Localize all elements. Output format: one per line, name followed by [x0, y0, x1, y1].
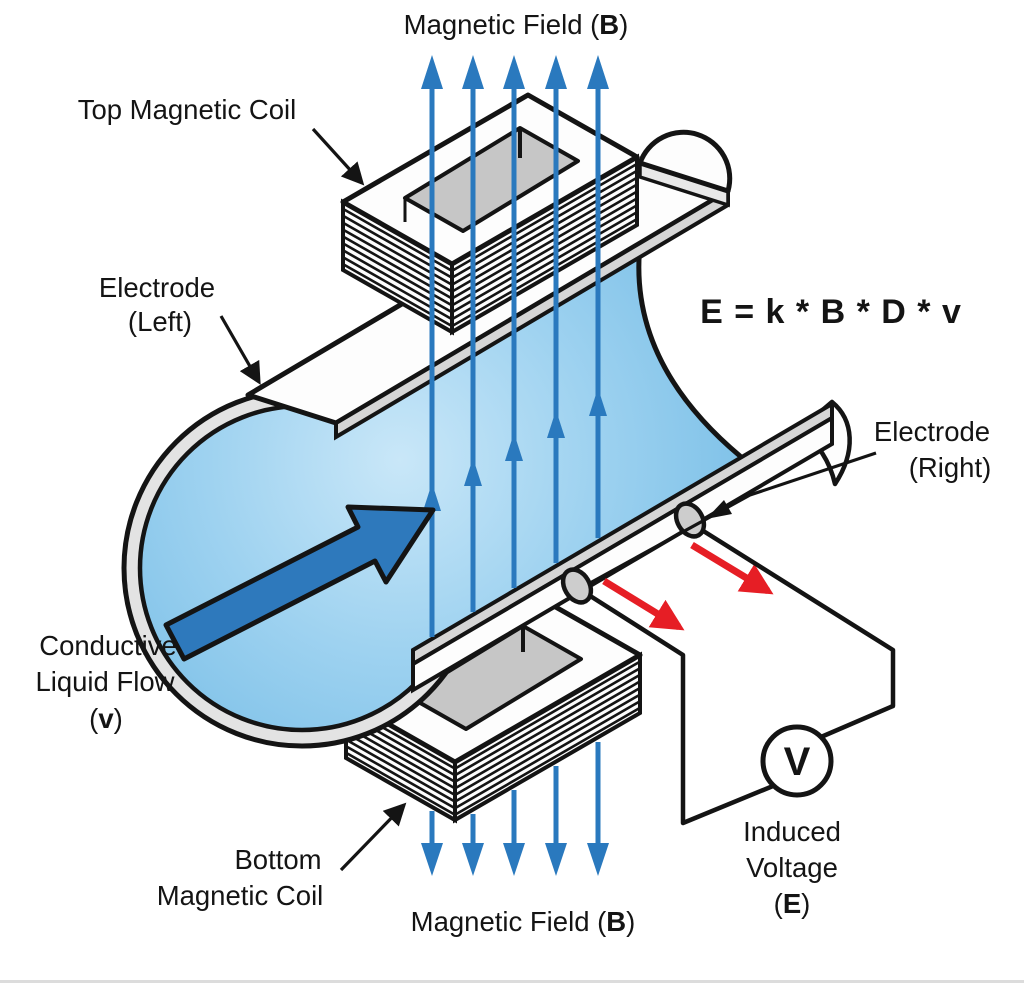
top-magnetic-coil [340, 92, 640, 336]
field-arrowhead-bottom [421, 843, 443, 876]
field-arrowhead-top [421, 55, 443, 89]
field-arrowhead-bottom [587, 843, 609, 876]
bottom-plate-front-face [411, 414, 834, 694]
label-conductive-3: (v) [89, 703, 123, 734]
label-conductive-1: Conductive [39, 630, 177, 661]
lamination-line [342, 162, 638, 273]
lamination-line [345, 693, 641, 804]
lamination-line [342, 204, 638, 314]
lamination-line [342, 211, 638, 321]
flow-arrow [163, 504, 436, 662]
formula: E = k * B * D * v [700, 293, 962, 331]
annotations: Magnetic Field (B) Top Magnetic Coil Ele… [35, 9, 991, 937]
lamination-line [342, 183, 638, 294]
lamination-line [342, 176, 638, 287]
lamination-line [345, 673, 641, 784]
label-conductive-2: Liquid Flow [35, 666, 174, 697]
electrode-right-upper [673, 501, 707, 539]
measurement-circuit: V [560, 501, 896, 826]
label-electrode-right-2: (Right) [909, 452, 992, 483]
lamination-line [342, 190, 638, 300]
label-electrode-left-1: Electrode [99, 272, 215, 303]
label-bottom-coil-1: Bottom [234, 844, 321, 875]
field-arrowhead-top [503, 55, 525, 89]
liquid-right-edge [636, 242, 743, 459]
wire-left-electrode [582, 590, 774, 826]
field-arrowhead-inner [589, 388, 607, 416]
label-top-coil: Top Magnetic Coil [78, 94, 297, 125]
top-coil-laminations [342, 162, 638, 328]
field-arrowhead-inner [547, 410, 565, 438]
lamination-line [345, 706, 641, 817]
lamination-line [342, 169, 638, 280]
label-magnetic-field-top: Magnetic Field (B) [404, 9, 629, 40]
magnetic-field-lines [421, 55, 609, 876]
signal-arrow-upper [690, 542, 774, 595]
lamination-line [345, 667, 641, 777]
lamination-line [345, 700, 641, 810]
pointer-top-coil [311, 127, 365, 186]
label-induced-1: Induced [743, 816, 841, 847]
label-magnetic-field-bottom: Magnetic Field (B) [411, 906, 636, 937]
wire-right-electrode [695, 525, 896, 740]
voltmeter-symbol: V [784, 740, 811, 784]
image-bottom-edge [0, 980, 1024, 983]
voltmeter-circle [760, 724, 834, 798]
field-arrowhead-inner [505, 433, 523, 461]
field-arrowhead-bottom [462, 843, 484, 876]
field-arrowhead-top [545, 55, 567, 89]
field-arrowhead-inner [423, 483, 441, 511]
electrode-right-lower [560, 567, 594, 605]
field-arrowhead-bottom [503, 843, 525, 876]
pointer-electrode-right [589, 451, 877, 585]
label-induced-2: Voltage [746, 852, 838, 883]
label-induced-3: (E) [774, 888, 811, 919]
pointer-electrode-left [219, 315, 261, 385]
lamination-line [342, 197, 638, 307]
signal-arrow-lower [602, 578, 685, 631]
top-coil-hole [403, 126, 580, 233]
label-bottom-coil-2: Magnetic Coil [157, 880, 324, 911]
field-arrowhead-bottom [545, 843, 567, 876]
lamination-line [345, 686, 641, 797]
field-arrowhead-inner [464, 458, 482, 486]
lamination-line [342, 217, 638, 328]
label-electrode-left-2: (Left) [128, 306, 192, 337]
label-electrode-right-1: Electrode [874, 416, 990, 447]
lamination-line [345, 680, 641, 790]
pointer-bottom-coil [339, 802, 407, 872]
tube-right-end-upper-rim [637, 129, 733, 194]
field-arrowhead-top [587, 55, 609, 89]
field-arrowhead-top [462, 55, 484, 89]
pointer-electrode-right-head [706, 500, 732, 519]
